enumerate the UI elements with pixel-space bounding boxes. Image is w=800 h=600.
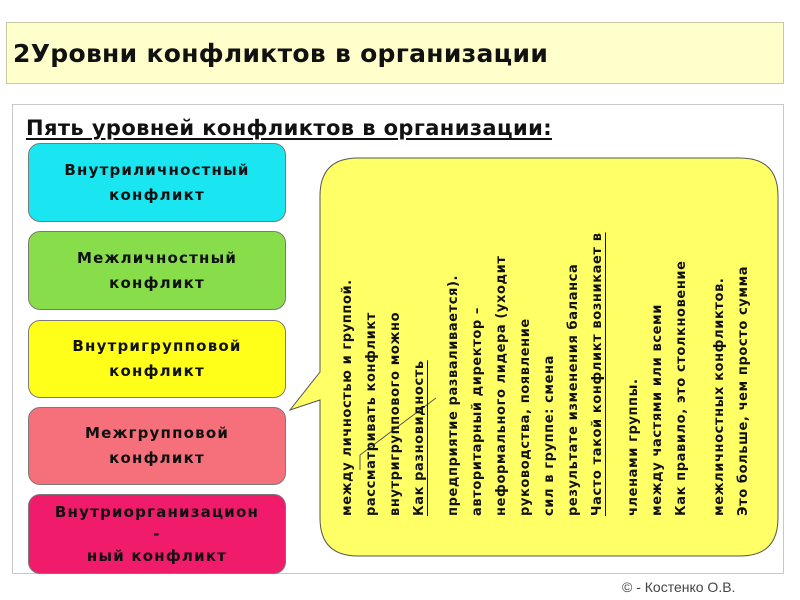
callout-shape [288, 157, 779, 557]
note-line-emphasis: Часто такой конфликт возникает в [590, 232, 605, 516]
note-line: внутригруппового можно [388, 311, 403, 516]
level-label: Внутригрупповой [72, 337, 242, 355]
level-label: ный конфликт [86, 547, 228, 565]
level-label: конфликт [109, 185, 205, 204]
note-line: Это больше, чем просто сумма [736, 265, 751, 516]
note-line: межличностных конфликтов. [712, 277, 727, 516]
note-line: сил в группе: смена [542, 355, 557, 516]
level-label: конфликт [109, 449, 205, 467]
level-label: конфликт [109, 362, 205, 380]
title-bar: 2Уровни конфликтов в организации [6, 22, 784, 84]
note-line: Как правило, это столкновение [674, 260, 689, 516]
subtitle: Пять уровней конфликтов в организации: [26, 116, 552, 140]
level-label: Внутриорганизацион [54, 503, 260, 521]
note-line: между частями или всеми [650, 304, 665, 516]
level-box-intrapersonal: Внутриличностный конфликт [28, 143, 286, 222]
note-line: результате изменения баланса [566, 263, 581, 516]
level-label: Межличностный [76, 248, 238, 267]
note-line: предприятие разваливается). [446, 274, 461, 516]
note-line: между личностью и группой. [340, 279, 355, 516]
note-line: рассматривать конфликт [364, 312, 379, 516]
level-label: Внутриличностный [64, 160, 250, 179]
level-box-intraorganizational: Внутриорганизацион - ный конфликт [28, 494, 286, 574]
level-box-intragroup: Внутригрупповой конфликт [28, 320, 286, 398]
note-line: руководства, появление [518, 318, 533, 516]
level-label: - [153, 525, 161, 543]
note-line: неформального лидера (уходит [494, 255, 509, 516]
level-label: конфликт [109, 273, 205, 292]
level-box-intergroup: Межгрупповой конфликт [28, 407, 286, 485]
pointer-line [359, 397, 437, 456]
page-title: 2Уровни конфликтов в организации [13, 39, 549, 68]
copyright-footer: © - Костенко О.В. [622, 579, 736, 595]
level-label: Межгрупповой [84, 424, 230, 442]
content-frame [12, 104, 784, 574]
note-line-emphasis: Как разновидность [412, 360, 427, 516]
note-line: авторитарный директор – [470, 306, 485, 516]
level-box-interpersonal: Межличностный конфликт [28, 231, 286, 310]
note-line: членами группы. [626, 378, 641, 516]
